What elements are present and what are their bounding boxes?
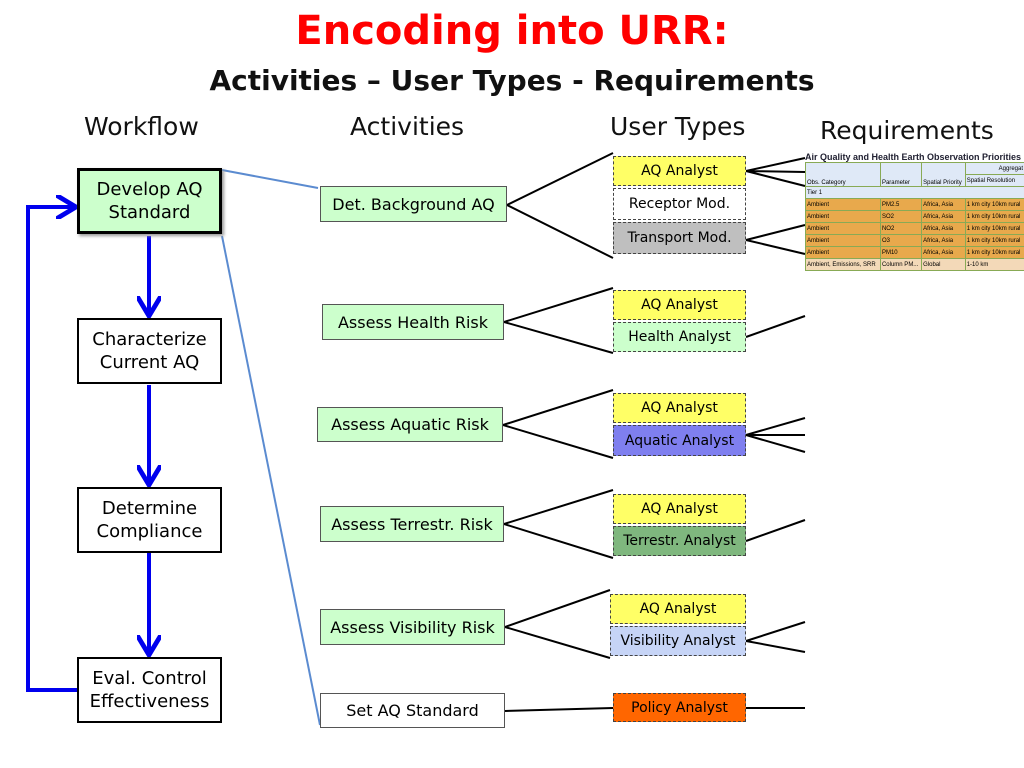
th: Obs. Category: [805, 162, 881, 187]
activity-box: Assess Health Risk: [322, 304, 504, 340]
table-cell: 1 km city 10km rural: [964, 246, 1024, 259]
table-cell: Column PM...: [879, 258, 923, 271]
table-cell: 1 km city 10km rural: [964, 234, 1024, 247]
col-requirements: Requirements: [820, 116, 994, 145]
table-cell: Africa, Asia: [921, 210, 966, 223]
th: Spatial Resolution: [964, 174, 1024, 187]
activity-box: Det. Background AQ: [320, 186, 507, 222]
slide-subtitle: Activities – User Types - Requirements: [209, 64, 815, 97]
workflow-step-eval-control: Eval. Control Effectiveness: [77, 657, 222, 723]
table-title: Air Quality and Health Earth Observation…: [805, 152, 1024, 162]
table-cell: NO2: [879, 222, 923, 235]
activity-box: Assess Aquatic Risk: [317, 407, 503, 442]
table-cell: Africa, Asia: [921, 246, 966, 259]
user-type-box: AQ Analyst: [613, 494, 746, 524]
workflow-step-characterize: Characterize Current AQ: [77, 318, 222, 384]
table-cell: Africa, Asia: [921, 198, 966, 211]
activity-box: Set AQ Standard: [320, 693, 505, 728]
table-cell: Africa, Asia: [921, 222, 966, 235]
table-cell: 1 km city 10km rural: [964, 222, 1024, 235]
th: Aggregat: [964, 162, 1024, 175]
workflow-step-develop-aq-standard: Develop AQ Standard: [77, 168, 222, 234]
table-cell: PM2.5: [879, 198, 923, 211]
th: Spatial Priority: [921, 162, 966, 187]
col-user-types: User Types: [610, 112, 746, 141]
user-type-box: AQ Analyst: [613, 156, 746, 186]
user-type-box: Visibility Analyst: [610, 626, 746, 656]
table-cell: Ambient: [805, 222, 881, 235]
user-type-box: AQ Analyst: [613, 393, 746, 423]
table-cell: 1 km city 10km rural: [964, 198, 1024, 211]
activity-box: Assess Terrestr. Risk: [320, 506, 504, 542]
user-type-box: Policy Analyst: [613, 693, 746, 722]
table-cell: Ambient: [805, 234, 881, 247]
activity-box: Assess Visibility Risk: [320, 609, 505, 645]
col-workflow: Workflow: [84, 112, 199, 141]
user-type-box: Aquatic Analyst: [613, 425, 746, 456]
workflow-step-compliance: Determine Compliance: [77, 487, 222, 553]
requirements-table: Air Quality and Health Earth Observation…: [805, 152, 1024, 287]
user-type-box: Transport Mod.: [613, 222, 746, 254]
user-type-box: Terrestr. Analyst: [613, 526, 746, 556]
col-activities: Activities: [350, 112, 465, 141]
table-cell: Ambient: [805, 246, 881, 259]
table-cell: Ambient: [805, 210, 881, 223]
section-row: Tier 1: [805, 186, 1024, 199]
table-cell: Ambient: [805, 198, 881, 211]
table-cell: Global: [921, 258, 966, 271]
user-type-box: Health Analyst: [613, 322, 746, 352]
table-cell: Africa, Asia: [921, 234, 966, 247]
table-cell: O3: [879, 234, 923, 247]
user-type-box: AQ Analyst: [613, 290, 746, 320]
table-cell: Ambient, Emissions, SRR: [805, 258, 881, 271]
user-type-box: AQ Analyst: [610, 594, 746, 624]
user-type-box: Receptor Mod.: [613, 188, 746, 220]
table-cell: 1 km city 10km rural: [964, 210, 1024, 223]
th: Parameter: [879, 162, 923, 187]
table-cell: SO2: [879, 210, 923, 223]
table-cell: PM10: [879, 246, 923, 259]
slide-title: Encoding into URR:: [295, 8, 729, 54]
table-cell: 1-10 km: [964, 258, 1024, 271]
